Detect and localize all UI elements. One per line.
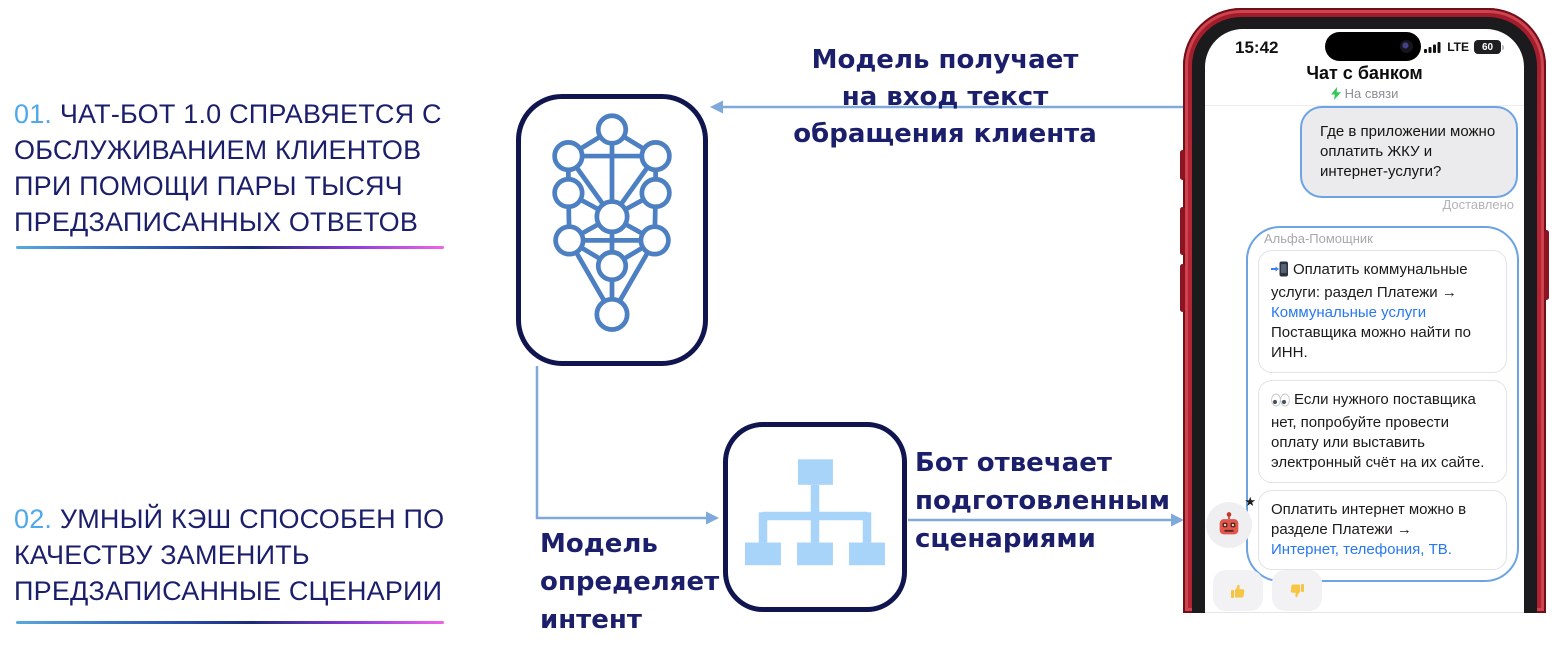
phone-mockup: 15:42 LTE <box>1180 8 1549 613</box>
delivered-status: Доставлено <box>1442 197 1514 212</box>
user-message-text: Где в приложении можно оплатить ЖКУ и ин… <box>1320 123 1496 180</box>
input-area-divider <box>1205 612 1524 613</box>
neural-network-icon <box>552 113 672 332</box>
chat-status: На связи <box>1205 86 1524 101</box>
point-1-number: 01. <box>14 99 53 129</box>
thumbs-up-button[interactable] <box>1213 570 1263 611</box>
assistant-name: Альфа-Помощник <box>1264 231 1373 246</box>
card-text-after: Поставщика можно найти по ИНН. <box>1271 324 1471 361</box>
label-bot-response: Бот отвечает подготовленным сценариями <box>915 448 1171 554</box>
label-model-input: Модель получает на вход текст обращения … <box>793 45 1097 149</box>
card-text: Оплатить коммунальные услуги: раздел Пла… <box>1271 261 1468 301</box>
label-model-intent: Модель определяет интент <box>540 529 720 635</box>
robot-avatar-icon <box>1219 512 1239 535</box>
assistant-card-internet: Оплатить интернет можно в разделе Платеж… <box>1258 490 1507 570</box>
status-icons: LTE 60 <box>1424 40 1504 54</box>
assistant-avatar: ★ <box>1206 494 1256 548</box>
card-text: Если нужного поставщика нет, попробуйте … <box>1271 391 1485 471</box>
point-1: 01. ЧАТ-БОТ 1.0 СПРАВЯЕТСЯ С ОБСЛУЖИВАНИ… <box>14 96 484 240</box>
phone-power-button <box>1544 230 1549 300</box>
org-chart-icon <box>745 459 885 566</box>
header-divider <box>1205 105 1524 106</box>
eyes-icon <box>1271 393 1290 413</box>
status-time: 15:42 <box>1235 38 1279 57</box>
assistant-card-provider-tip: Если нужного поставщика нет, попробуйте … <box>1258 380 1507 483</box>
phone-bezel: 15:42 LTE <box>1192 17 1537 613</box>
phone-arrow-icon <box>1271 261 1289 283</box>
signal-icon <box>1424 42 1441 53</box>
point-2-number: 02. <box>14 504 53 534</box>
chat-title: Чат с банком <box>1306 63 1423 83</box>
intent-box <box>723 422 907 612</box>
assistant-card-utilities: Оплатить коммунальные услуги: раздел Пла… <box>1258 250 1507 373</box>
phone-volume-down-button <box>1180 264 1185 312</box>
point-1-underline <box>16 246 444 249</box>
user-message-bubble: Где в приложении можно оплатить ЖКУ и ин… <box>1300 106 1518 198</box>
phone-screen: 15:42 LTE <box>1205 29 1524 613</box>
point-2-underline <box>16 621 444 624</box>
battery-icon: 60 <box>1474 40 1501 54</box>
point-2: 02. УМНЫЙ КЭШ СПОСОБЕН ПО КАЧЕСТВУ ЗАМЕН… <box>14 501 504 609</box>
thumbs-down-icon <box>1290 583 1304 597</box>
utilities-link[interactable]: Коммунальные услуги <box>1271 304 1427 321</box>
camera-icon <box>1400 40 1413 53</box>
battery-percent: 60 <box>1481 41 1494 53</box>
dynamic-island <box>1325 32 1421 61</box>
battery-tip <box>1502 44 1504 50</box>
thumbs-down-button[interactable] <box>1272 570 1322 611</box>
star-icon: ★ <box>1244 494 1256 509</box>
lightning-icon <box>1330 87 1341 100</box>
status-bar: 15:42 LTE <box>1205 32 1524 62</box>
assistant-message-group: Альфа-Помощник Оплатить коммунальные усл… <box>1246 226 1519 582</box>
chat-header: Чат с банком На связи <box>1205 63 1524 101</box>
model-box <box>516 94 708 366</box>
chat-status-text: На связи <box>1344 86 1399 101</box>
point-1-text: ЧАТ-БОТ 1.0 СПРАВЯЕТСЯ С ОБСЛУЖИВАНИЕМ К… <box>14 99 442 237</box>
point-2-text: УМНЫЙ КЭШ СПОСОБЕН ПО КАЧЕСТВУ ЗАМЕНИТЬ … <box>14 504 445 606</box>
internet-link[interactable]: Интернет, телефония, ТВ. <box>1271 541 1452 558</box>
network-type-label: LTE <box>1447 40 1469 54</box>
reaction-buttons <box>1213 570 1322 611</box>
card-text: Оплатить интернет можно в разделе Платеж… <box>1271 501 1467 538</box>
phone-action-button <box>1180 150 1185 180</box>
phone-volume-up-button <box>1180 207 1185 255</box>
thumbs-up-icon <box>1231 584 1245 598</box>
